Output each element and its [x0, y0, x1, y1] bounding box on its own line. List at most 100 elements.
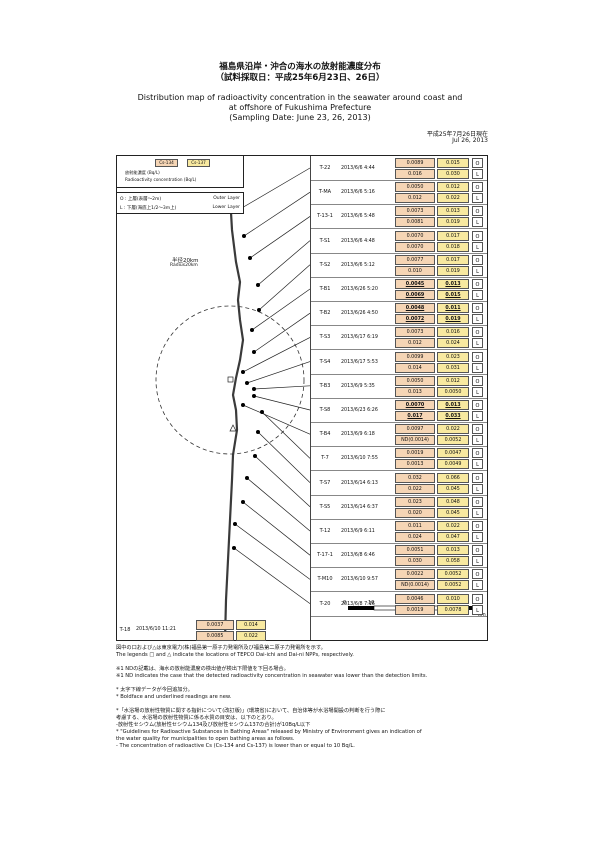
layer-l-marker: L: [472, 556, 483, 567]
station-date: 2013/6/26 4:50: [341, 311, 378, 317]
layer-o-marker: O: [472, 545, 483, 556]
station-separator: [310, 518, 487, 520]
cs137-lower: 0.019: [437, 265, 469, 276]
station-date: 2013/6/10 7:55: [341, 456, 378, 462]
cs134-lower: 0.0069: [395, 290, 435, 300]
station-date: 2013/6/9 6:18: [341, 432, 375, 438]
cs137-lower: 0.033: [437, 411, 469, 421]
station-separator: [310, 325, 487, 327]
cs134-upper: 0.0046: [395, 593, 435, 604]
leader-line: [242, 501, 311, 556]
layer-l-marker: L: [472, 169, 483, 179]
sampling-point-dot: [256, 430, 260, 434]
station-id: T-S7: [319, 479, 331, 486]
cs137-lower: 0.015: [437, 290, 469, 300]
legend-cs137: Cs-137: [187, 159, 210, 167]
title-jp-1: 福島県沿岸・沖合の海水の放射能濃度分布: [219, 62, 381, 72]
station-id: T-B3: [319, 382, 331, 389]
cs137-lower: 0.0052: [437, 580, 469, 591]
legend: Cs-134 Cs-137 放射能濃度 (Bq/L) Radioactivity…: [116, 155, 244, 188]
layer-l-marker: L: [472, 532, 483, 542]
station-date: 2013/6/14 6:13: [341, 480, 378, 486]
cs137-lower: 0.031: [437, 362, 469, 373]
cs137-lower: 0.019: [437, 217, 469, 228]
cs134-lower: 0.0072: [395, 314, 435, 325]
cs137-upper: 0.013: [437, 206, 469, 217]
cs134-lower: 0.0085: [196, 631, 234, 641]
station-id: T-B2: [319, 310, 331, 317]
title-en-1: Distribution map of radioactivity concen…: [137, 93, 463, 102]
layer-l-marker: L: [472, 411, 483, 421]
leader-line: [246, 361, 311, 384]
layer-upper-en: Outer Layer: [213, 196, 240, 201]
station-id: T-7: [321, 455, 329, 462]
layer-l-marker: L: [472, 483, 483, 494]
station-id: T-S8: [319, 407, 331, 413]
cs134-lower: 0.014: [395, 362, 435, 373]
land: [117, 188, 232, 640]
sampling-point-dot: [253, 454, 257, 458]
note-11: -放射性セシウム(放射性セシウム134及び放射性セシウム137の合計)が10Bq…: [116, 722, 311, 728]
title-jp-2: （試料採取日：平成25年6月23日、26日）: [215, 73, 385, 83]
leader-line: [253, 312, 311, 353]
cs134-upper: 0.0099: [395, 351, 435, 362]
cs137-lower: 0.019: [437, 314, 469, 325]
sampling-point-dot: [241, 500, 245, 504]
layer-o-marker: O: [472, 303, 483, 314]
station-date: 2013/6/9 6:11: [341, 529, 375, 534]
leader-line: [257, 431, 311, 483]
radius-label-en: Radius20km: [170, 263, 198, 268]
leader-line: [243, 191, 311, 237]
sampling-point-dot: [241, 403, 245, 407]
cs134-lower: 0.012: [395, 193, 435, 204]
layer-o-marker: O: [472, 254, 483, 265]
station-date: 2013/6/10 11:21: [136, 627, 176, 632]
cs137-upper: 0.014: [236, 620, 266, 630]
cs134-upper: 0.032: [395, 472, 435, 483]
station-id: T-12: [319, 528, 331, 534]
radius-20km-circle: [155, 305, 305, 455]
scale-tick-0: 0: [343, 600, 347, 606]
layer-lower-jp: L : 下層(海底上1/2〜3m上): [120, 206, 177, 211]
note-8: [116, 701, 496, 708]
station-separator: [310, 422, 487, 423]
layer-o-marker: O: [472, 327, 483, 338]
cs134-lower: 0.0081: [395, 217, 435, 228]
npp-daiichi-marker: [227, 376, 234, 383]
station-separator: [310, 180, 487, 181]
cs134-upper: 0.0073: [395, 206, 435, 217]
title-en-3: (Sampling Date: June 23, 26, 2013): [229, 113, 371, 122]
note-3: ※1 NDの記載は、海水の放射能濃度の検出値が検出下限値を下回る場合。: [116, 666, 289, 672]
layer-o-marker: O: [472, 521, 483, 531]
coastline: [223, 194, 245, 641]
station-separator: [310, 204, 487, 206]
cs134-lower: 0.030: [395, 556, 435, 567]
title-en-2: at offshore of Fukushima Prefecture: [228, 103, 372, 112]
layer-l-marker: L: [472, 241, 483, 252]
scale-tick-10: 10: [368, 600, 375, 606]
station-date: 2013/6/17 5:53: [341, 359, 378, 365]
station-separator: [310, 397, 487, 399]
cs137-upper: 0.048: [437, 496, 469, 507]
cs137-upper: 0.011: [437, 303, 469, 314]
cs137-lower: 0.0050: [437, 386, 469, 397]
station-separator: [310, 615, 487, 617]
layer-o-marker: O: [472, 569, 483, 580]
layer-upper-jp: O : 上層(表層〜2m): [120, 197, 162, 202]
station-id: T-S5: [319, 503, 331, 510]
cs137-lower: 0.022: [437, 193, 469, 204]
note-1: The legends □ and △ indicate the locatio…: [116, 652, 354, 658]
cs137-upper: 0.010: [437, 593, 469, 604]
layer-o-marker: O: [472, 448, 483, 459]
station-date: 2013/6/10 9:57: [341, 577, 378, 583]
note-7: * Boldface and underlined readings are n…: [116, 694, 232, 700]
